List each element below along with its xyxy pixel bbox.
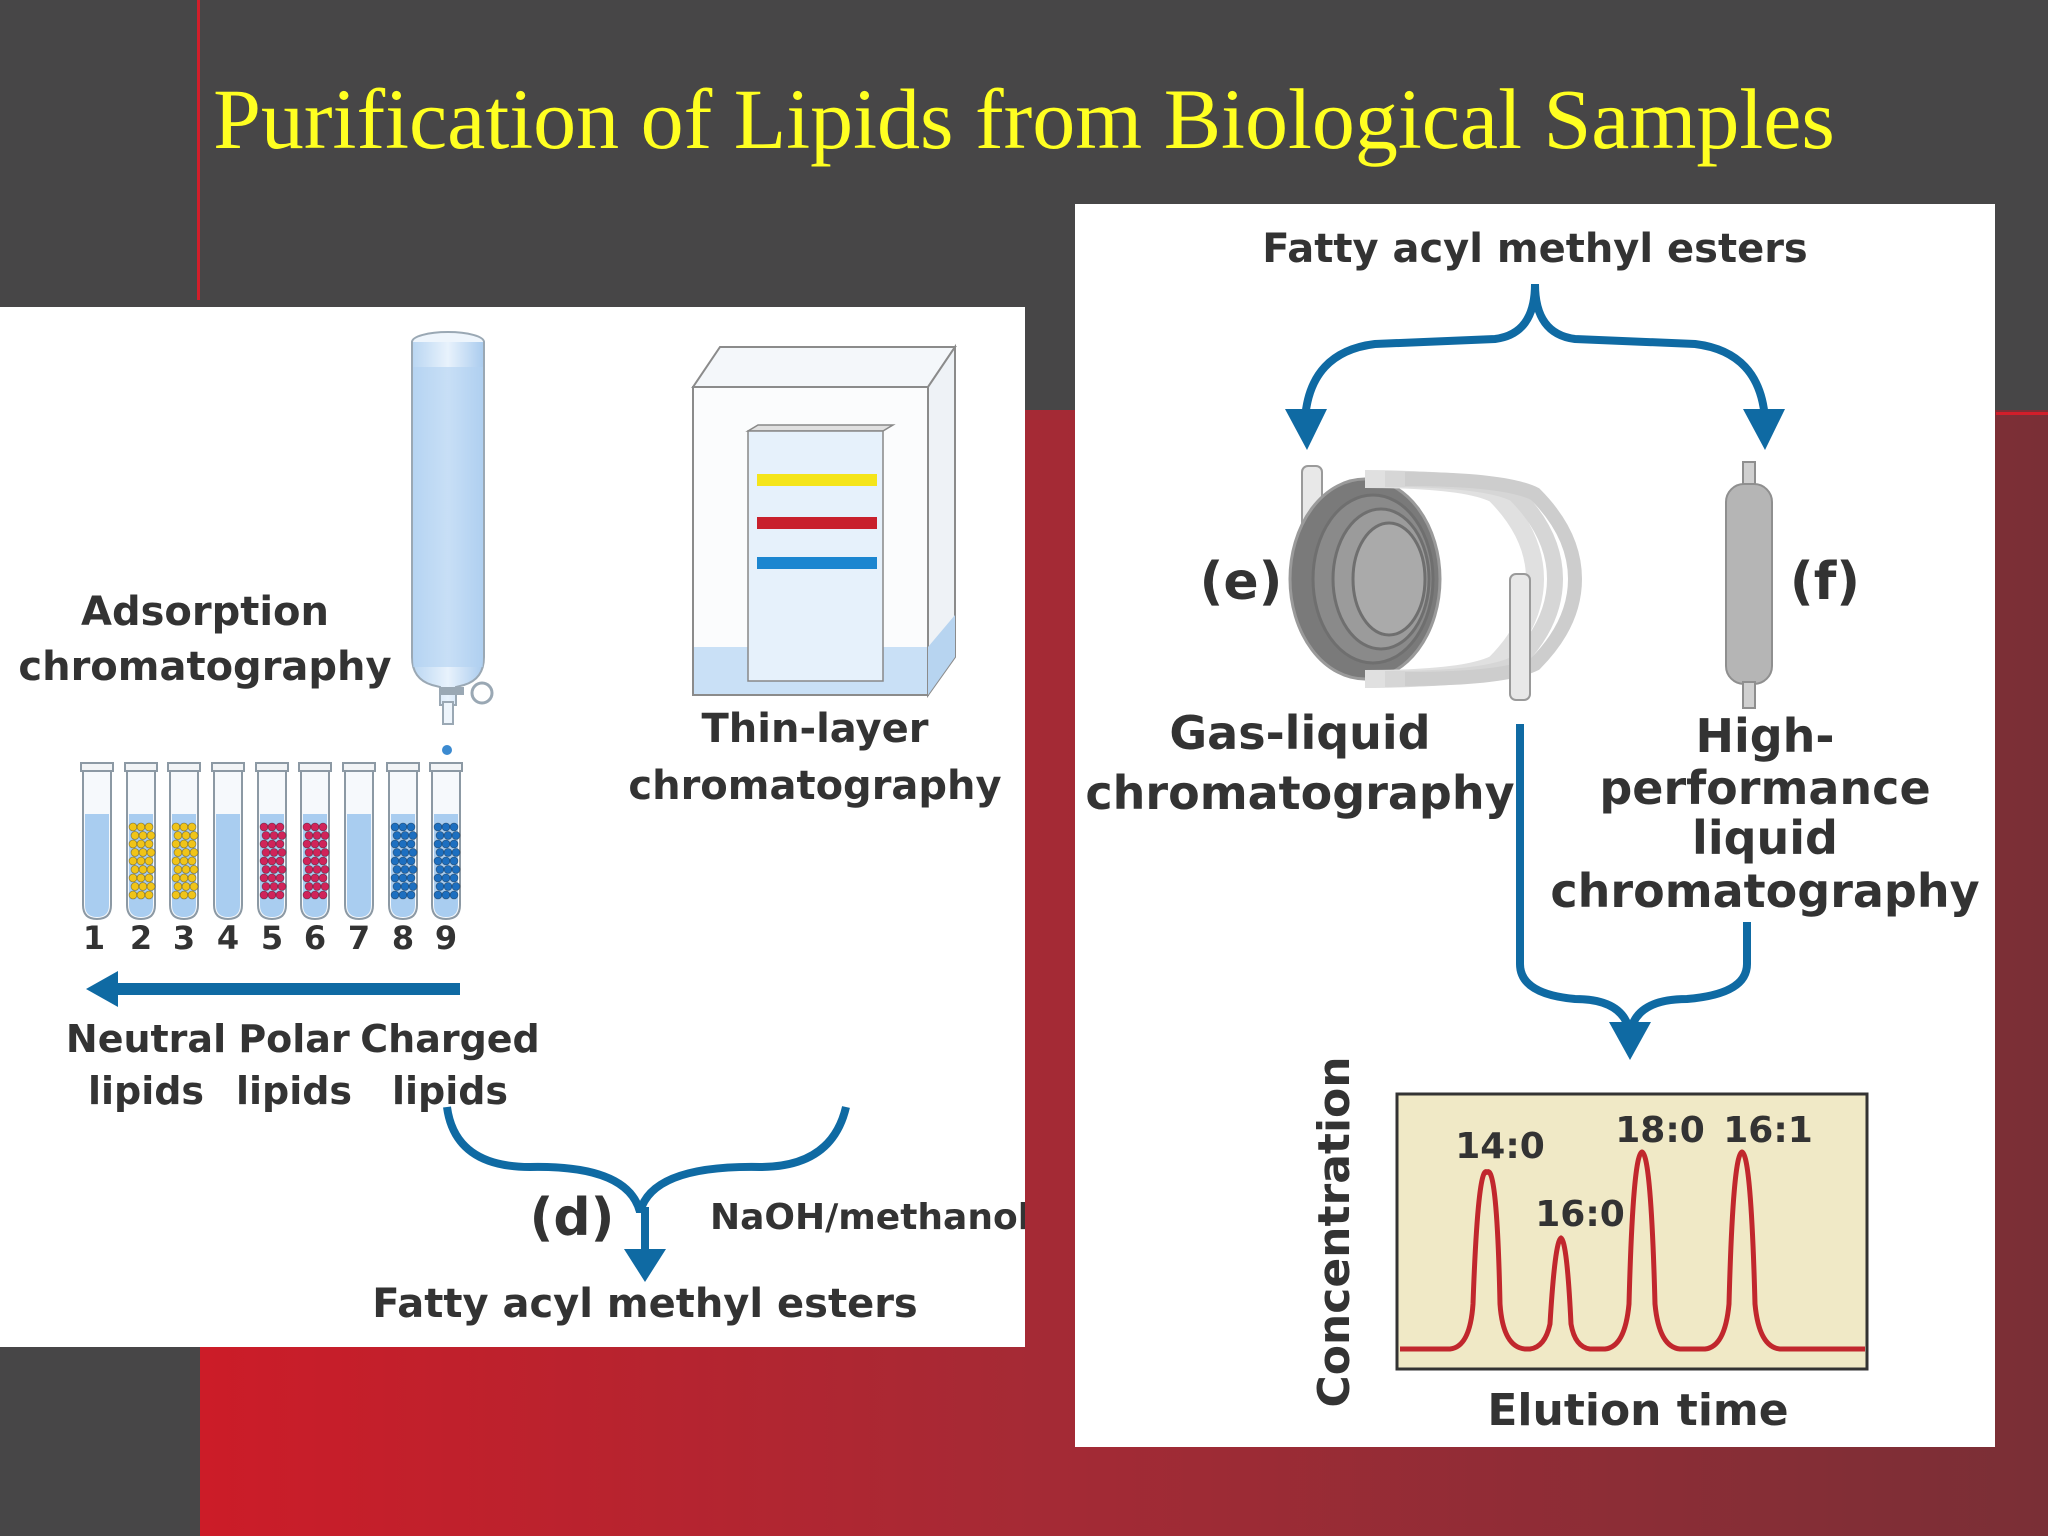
peak-label-18-0: 18:0: [1615, 1110, 1705, 1151]
hplc-label-line3: liquid: [1692, 811, 1838, 865]
thin-layer-label-line2: chromatography: [628, 763, 1001, 809]
split-arrow-right: [1531, 283, 1769, 420]
left-diagram-svg: Adsorption chromatography Thin-layer chr…: [18, 331, 1025, 1327]
chromatogram-y-label: Concentration: [1309, 1056, 1360, 1407]
tube-number: 7: [348, 919, 370, 957]
red-accent-line-horizontal: [1996, 412, 2048, 415]
test-tube-icon: [386, 762, 420, 921]
peak-label-14-0: 14:0: [1455, 1126, 1545, 1167]
right-top-label: Fatty acyl methyl esters: [1262, 226, 1807, 272]
merge-arrow-gc: [1516, 724, 1634, 1035]
adsorption-label-line1: Adsorption: [81, 589, 329, 635]
hplc-label-line1: High-: [1695, 709, 1834, 763]
chromatogram-x-label: Elution time: [1487, 1385, 1788, 1436]
test-tube-icon: [167, 762, 201, 921]
step-label-e: (e): [1200, 552, 1283, 612]
tube-number: 2: [130, 919, 152, 957]
merge-arrow-head-chrom: [1609, 1022, 1651, 1060]
adsorption-column-icon: [411, 331, 494, 755]
gas-liquid-coil-icon: [1288, 465, 1583, 701]
tube-number: 5: [261, 919, 283, 957]
test-tube-rack: [80, 762, 463, 921]
thin-layer-label-line1: Thin-layer: [702, 706, 929, 752]
chromatogram-plot: [1395, 1092, 1869, 1371]
test-tube-icon: [80, 762, 114, 921]
right-diagram-svg: Fatty acyl methyl esters (e) (f) Gas-liq…: [1085, 226, 1979, 1436]
red-accent-line-vertical: [197, 0, 200, 300]
gas-liquid-label-line1: Gas-liquid: [1169, 706, 1430, 760]
right-diagram-panel: Fatty acyl methyl esters (e) (f) Gas-liq…: [1075, 204, 1995, 1447]
peak-label-16-1: 16:1: [1723, 1110, 1813, 1151]
reagent-label: NaOH/methanol: [710, 1197, 1025, 1238]
slide-title: Purification of Lipids from Biological S…: [213, 71, 1835, 167]
fraction-label-charged: Charged: [360, 1017, 540, 1061]
fraction-label-polar-2: lipids: [236, 1069, 352, 1113]
thin-layer-tank-icon: [691, 343, 957, 699]
tube-number: 1: [83, 919, 105, 957]
test-tube-icon: [124, 762, 158, 921]
split-arrow-right-head: [1743, 409, 1785, 450]
fraction-label-polar: Polar: [238, 1017, 350, 1061]
test-tube-icon: [342, 762, 376, 921]
hplc-label-line2: performance: [1599, 761, 1930, 815]
test-tube-icon: [298, 762, 332, 921]
fraction-label-neutral: Neutral: [66, 1017, 226, 1061]
elution-direction-arrow: [86, 971, 460, 1007]
test-tube-icon: [211, 762, 245, 921]
tube-number: 4: [217, 919, 239, 957]
chromatogram-trace: [1400, 1149, 1865, 1352]
merge-arrow-head: [624, 1249, 666, 1282]
merge-brace-arrow: [443, 1106, 850, 1214]
hplc-label-line4: chromatography: [1550, 864, 1979, 918]
peak-label-16-0: 16:0: [1535, 1194, 1625, 1235]
left-diagram-panel: Adsorption chromatography Thin-layer chr…: [0, 307, 1025, 1347]
tube-number: 9: [435, 919, 457, 957]
split-arrow-left-head: [1285, 409, 1327, 450]
merge-arrow-hplc: [1626, 922, 1751, 1035]
tube-number: 3: [173, 919, 195, 957]
product-label: Fatty acyl methyl esters: [372, 1281, 917, 1327]
split-arrow-left: [1301, 283, 1539, 420]
step-label-f: (f): [1790, 552, 1860, 612]
fraction-label-charged-2: lipids: [392, 1069, 508, 1113]
tube-number: 8: [392, 919, 414, 957]
step-label-d: (d): [530, 1188, 615, 1248]
gas-liquid-label-line2: chromatography: [1085, 766, 1514, 820]
adsorption-label-line2: chromatography: [18, 644, 391, 690]
tube-number: 6: [304, 919, 326, 957]
test-tube-icon: [255, 762, 289, 921]
test-tube-icon: [429, 762, 463, 921]
fraction-label-neutral-2: lipids: [88, 1069, 204, 1113]
hplc-column-icon: [1725, 461, 1773, 709]
